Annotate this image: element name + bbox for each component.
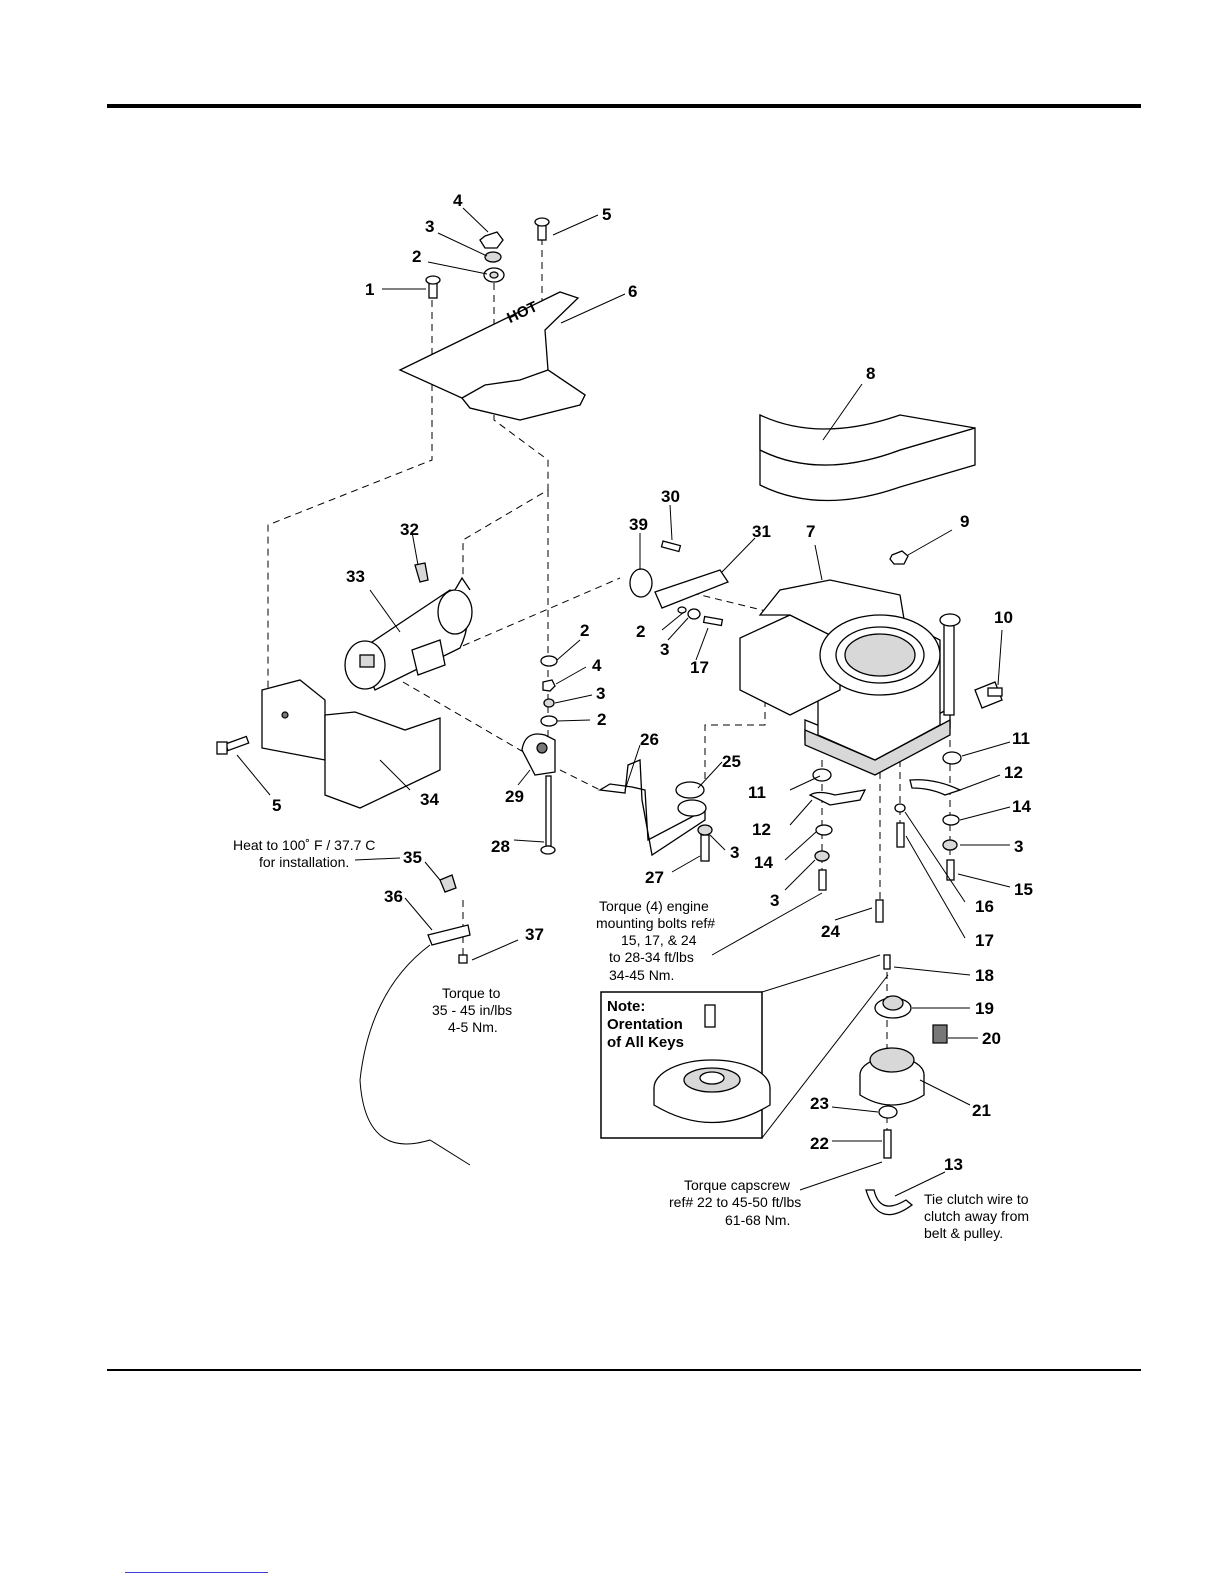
note-heat-line1: Heat to 100˚ F / 37.7 C [233, 837, 375, 853]
leaders [236, 207, 1011, 1197]
callout-19: 19 [975, 999, 994, 1018]
inset-key-orientation [600, 991, 771, 1139]
note-tie-clutch-line3: belt & pulley. [924, 1225, 1003, 1241]
callout-23: 23 [810, 1094, 829, 1113]
note-torque-capscrew-line3: 61-68 Nm. [725, 1212, 790, 1228]
footer-rule [107, 1369, 1141, 1371]
callout-3d: 3 [730, 843, 739, 862]
header-rule [107, 104, 1141, 108]
callout-35: 35 [403, 848, 422, 867]
callout-32: 32 [400, 520, 419, 539]
foam-seal [759, 413, 976, 502]
callout-7: 7 [806, 522, 815, 541]
callout-3b: 3 [596, 684, 605, 703]
note-torque-cable-line1: Torque to [442, 985, 501, 1001]
muffler [344, 576, 473, 691]
mount-block [521, 733, 556, 855]
callout-36: 36 [384, 887, 403, 906]
engine [739, 579, 961, 776]
nut [889, 550, 909, 565]
callout-3f: 3 [1014, 837, 1023, 856]
callout-39: 39 [629, 515, 648, 534]
callout-25: 25 [722, 752, 741, 771]
note-tie-clutch-line1: Tie clutch wire to [924, 1191, 1029, 1207]
callout-14b: 14 [1012, 797, 1031, 816]
callout-2c: 2 [597, 710, 606, 729]
callout-2d: 2 [636, 622, 645, 641]
callout-20: 20 [982, 1029, 1001, 1048]
callout-34: 34 [420, 790, 439, 809]
callout-2: 2 [412, 247, 421, 266]
heat-shield: HOT [398, 291, 586, 421]
note-torque-engine-line4: to 28-34 ft/lbs [609, 949, 694, 965]
callout-11b: 11 [1012, 729, 1030, 748]
note-heat-line2: for installation. [259, 854, 349, 870]
callout-numbers: 1 2 3 4 5 6 7 8 9 10 11 11 12 12 13 14 1… [272, 191, 1033, 1174]
note-torque-capscrew-line1: Torque capscrew [684, 1177, 791, 1193]
callout-3c: 3 [660, 640, 669, 659]
callout-28: 28 [491, 837, 510, 856]
callout-12b: 12 [1004, 763, 1023, 782]
note-torque-engine-line1: Torque (4) engine [599, 898, 709, 914]
callout-10: 10 [994, 608, 1013, 627]
hardware-column [540, 655, 558, 727]
muffler-bracket [261, 679, 441, 809]
annotation-notes: Heat to 100˚ F / 37.7 C for installation… [233, 837, 1029, 1241]
callout-2b: 2 [580, 621, 589, 640]
callout-9: 9 [960, 512, 969, 531]
callout-11a: 11 [748, 783, 766, 802]
callout-18: 18 [975, 966, 994, 985]
bolt-left [216, 735, 250, 755]
callout-31: 31 [752, 522, 771, 541]
note-torque-capscrew-line2: ref# 22 to 45-50 ft/lbs [669, 1194, 801, 1210]
callout-37: 37 [525, 925, 544, 944]
callout-33: 33 [346, 567, 365, 586]
callout-4: 4 [453, 191, 463, 210]
callout-6: 6 [628, 282, 637, 301]
note-torque-cable-line3: 4-5 Nm. [448, 1019, 498, 1035]
callout-17a: 17 [975, 931, 994, 950]
clutch-assembly [859, 954, 948, 1216]
idler-bracket [629, 540, 729, 627]
clip [414, 562, 429, 583]
callout-5: 5 [602, 205, 611, 224]
callout-12a: 12 [752, 820, 771, 839]
note-torque-cable-line2: 35 - 45 in/lbs [432, 1002, 512, 1018]
callout-24: 24 [821, 922, 840, 941]
callout-17b: 17 [690, 658, 709, 677]
note-torque-engine-line3: 15, 17, & 24 [621, 932, 697, 948]
note-tie-clutch-line2: clutch away from [924, 1208, 1029, 1224]
callout-16: 16 [975, 897, 994, 916]
inset-note-line3: of All Keys [607, 1034, 684, 1051]
callout-26: 26 [640, 730, 659, 749]
callout-15: 15 [1014, 880, 1033, 899]
callout-3e: 3 [770, 891, 779, 910]
callout-21: 21 [972, 1101, 991, 1120]
engine-mount-hardware [808, 751, 962, 923]
callout-27: 27 [645, 868, 664, 887]
callout-13: 13 [944, 1155, 963, 1174]
inset-note-line1: Note: [607, 998, 645, 1015]
inset-note-line2: Orentation [607, 1016, 683, 1033]
callout-3: 3 [425, 217, 434, 236]
callout-5b: 5 [272, 796, 281, 815]
control-rod [598, 759, 713, 862]
throttle-cable [359, 874, 471, 1166]
callout-8: 8 [866, 364, 875, 383]
callout-14a: 14 [754, 853, 773, 872]
note-torque-engine-line5: 34-45 Nm. [609, 967, 674, 983]
callout-22: 22 [810, 1134, 829, 1153]
note-torque-engine-line2: mounting bolts ref# [596, 915, 715, 931]
footer-link-underline[interactable] [125, 1572, 268, 1573]
callout-30: 30 [661, 487, 680, 506]
callout-29: 29 [505, 787, 524, 806]
callout-1: 1 [365, 280, 374, 299]
fitting [974, 681, 1003, 709]
callout-4b: 4 [592, 656, 602, 675]
hardware-top [425, 217, 550, 299]
